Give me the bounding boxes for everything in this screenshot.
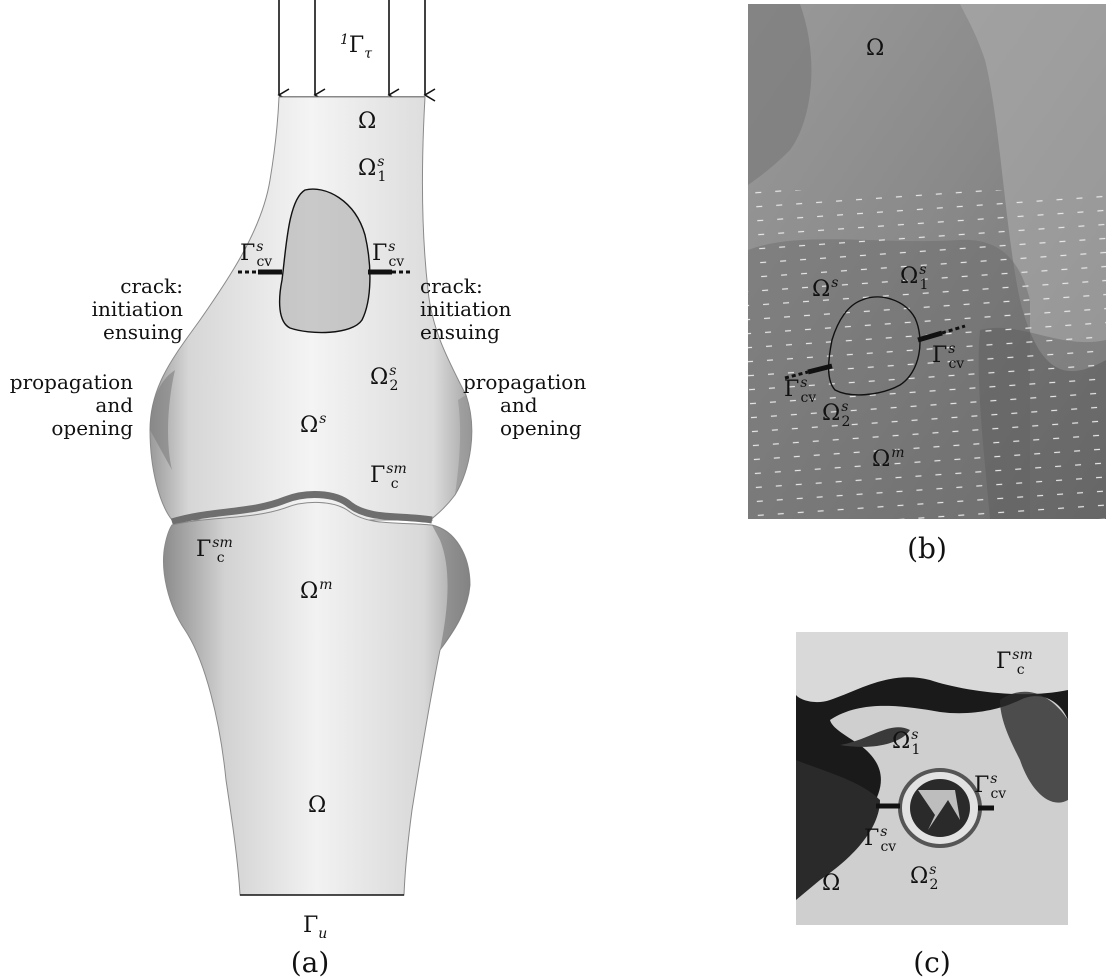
label-omega-b: Ω [866, 36, 884, 61]
note-line: propagation [463, 370, 586, 394]
note-line: and [95, 393, 133, 417]
note-line: opening [500, 416, 582, 440]
note-line: ensuing [420, 320, 500, 344]
caption-b: (b) [907, 532, 947, 565]
note-line: crack: [120, 274, 183, 298]
note-line: initiation [420, 297, 512, 321]
note-line: and [500, 393, 538, 417]
note-line: initiation [92, 297, 184, 321]
xray-scanlines [748, 190, 1106, 519]
label-omega-top: Ω [358, 109, 376, 134]
note-line: propagation [10, 370, 133, 394]
label-omega-bottom: Ω [308, 793, 326, 818]
note-line: opening [51, 416, 133, 440]
load-label: 1Γτ [340, 32, 372, 62]
label-omega-c: Ω [822, 871, 840, 896]
caption-c: (c) [913, 946, 951, 979]
label-gamma-u: Γu [303, 913, 327, 942]
caption-a: (a) [291, 946, 330, 979]
note-line: ensuing [103, 320, 183, 344]
note-line: crack: [420, 274, 483, 298]
